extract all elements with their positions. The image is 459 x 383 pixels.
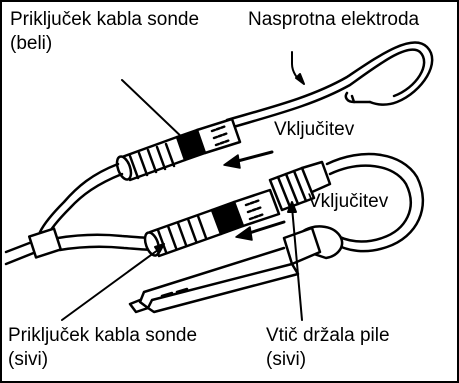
label-probe-cable-gray-line1: Priključek kabla sonde xyxy=(8,324,197,348)
label-probe-cable-white-line2: (beli) xyxy=(10,32,199,56)
white-probe-connector xyxy=(114,119,240,181)
label-counter-electrode: Nasprotna elektroda xyxy=(248,8,419,32)
label-probe-cable-gray: Priključek kabla sonde (sivi) xyxy=(8,324,197,372)
insertion-arrow-top xyxy=(224,152,272,168)
label-probe-cable-white: Priključek kabla sonde (beli) xyxy=(10,8,199,56)
label-clip-holder-plug-line2: (sivi) xyxy=(266,348,390,372)
label-insertion-mid: Vključitev xyxy=(308,190,388,214)
label-probe-cable-gray-line2: (sivi) xyxy=(8,348,197,372)
label-probe-cable-white-line1: Priključek kabla sonde xyxy=(10,8,199,32)
label-insertion-top: Vključitev xyxy=(274,118,354,142)
upper-cable xyxy=(40,164,122,238)
main-cable-left xyxy=(6,229,154,264)
label-clip-holder-plug: Vtič držala pile (sivi) xyxy=(266,324,390,372)
label-clip-holder-plug-line1: Vtič držala pile xyxy=(266,324,390,348)
counter-electrode-wire xyxy=(227,42,432,128)
